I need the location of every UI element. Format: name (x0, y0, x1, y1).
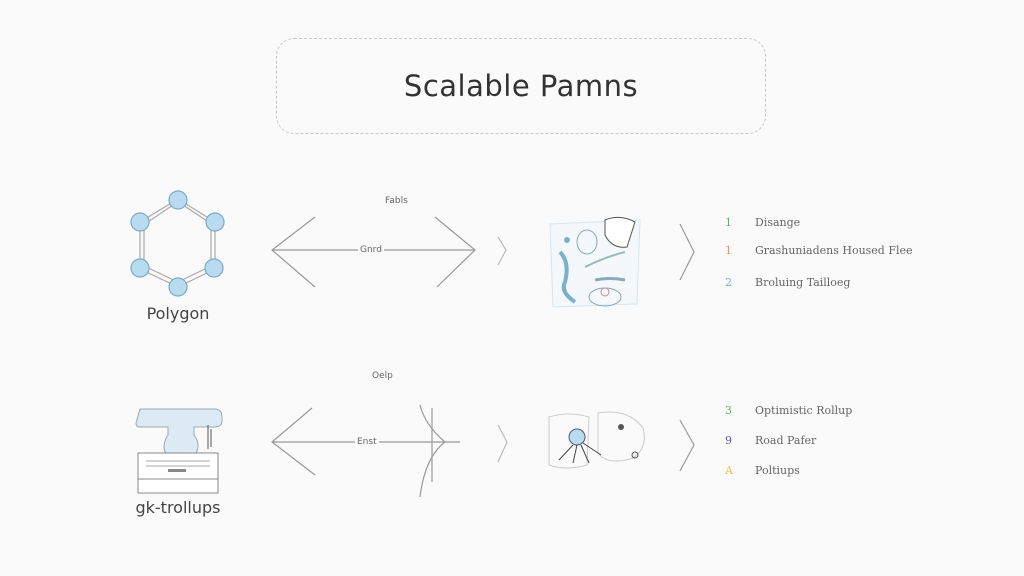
legend-list-1: 1 Disange 1 Grashuniadens Housed Flee 2 … (725, 212, 913, 292)
legend-item: 2 Broluing Tailloeg (725, 275, 851, 289)
sketch-collage-icon (545, 212, 645, 316)
legend-item: 9 Road Pafer (725, 433, 817, 447)
legend-item: 1 Grashuniadens Housed Flee (725, 243, 913, 257)
connector-mid-label: Enst (355, 437, 379, 447)
stacked-layer-icon (135, 405, 226, 499)
diagram-title: Scalable Pamns (403, 69, 639, 103)
connector-top-label: Oelp (372, 371, 393, 381)
polygon-label: Polygon (146, 304, 210, 323)
polygon-icon (125, 185, 235, 309)
rollups-label: gk-trollups (135, 498, 221, 517)
double-arrow-connector (270, 400, 510, 504)
double-arrow-connector (270, 215, 510, 299)
title-box: Scalable Pamns (276, 38, 766, 134)
chevron-right-icon (678, 222, 698, 286)
connector-top-label: Fabls (385, 196, 408, 206)
connector-mid-label: Gnrd (358, 245, 384, 255)
sketch-map-icon (543, 405, 653, 489)
chevron-right-icon (678, 418, 698, 477)
hexagon-network-icon (130, 190, 225, 297)
legend-item: 3 Optimistic Rollup (725, 403, 853, 417)
legend-item: 1 Disange (725, 215, 801, 229)
legend-item: A Poltiups (725, 463, 800, 477)
legend-list-2: 3 Optimistic Rollup 9 Road Pafer A Polti… (725, 400, 852, 480)
